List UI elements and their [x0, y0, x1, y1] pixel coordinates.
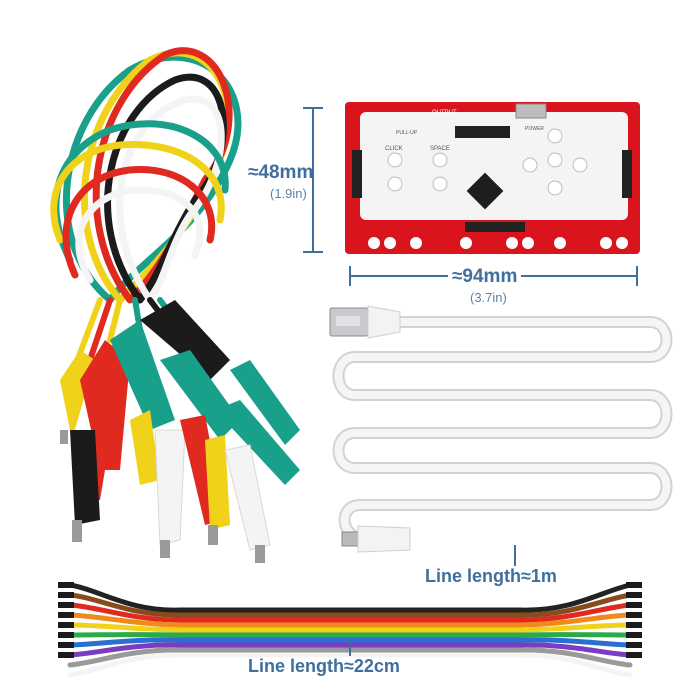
silk-click: CLICK [385, 146, 403, 152]
silk-output: OUTPUT [432, 110, 457, 116]
jumper-wire-length-label: Line length≈22cm [248, 656, 400, 676]
silk-space: SPACE [430, 146, 450, 152]
alligator-clip-leads [50, 47, 242, 383]
board-height-label: ≈48mm [248, 162, 314, 183]
silk-pullup: PULL-UP [396, 130, 418, 136]
board-width-label: ≈94mm [448, 266, 522, 288]
board-width-sub-label: (3.7in) [470, 290, 507, 305]
usb-cable [329, 305, 673, 566]
usb-cable-length-label: Line length≈1m [425, 566, 557, 586]
jumper-wire-ribbon [58, 582, 642, 678]
alligator-clips [60, 300, 300, 563]
board-height-sub-label: (1.9in) [270, 186, 307, 201]
height-dimension-line [303, 107, 323, 253]
circuit-board: OUTPUT CLICK SPACE PULL-UP POWER [345, 102, 640, 254]
silk-power: POWER [525, 126, 544, 132]
